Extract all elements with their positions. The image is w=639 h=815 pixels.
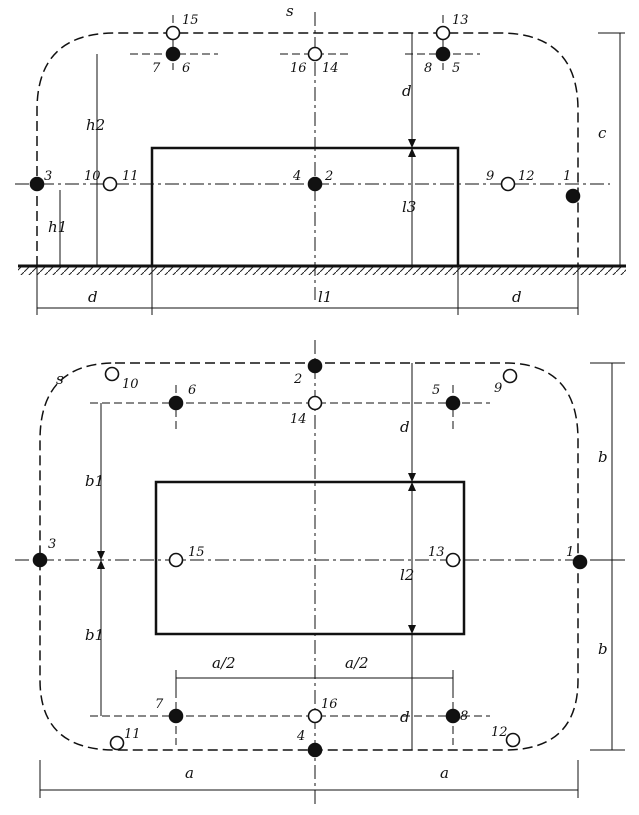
measurement-point-7: [165, 46, 181, 62]
measurement-point-16: [307, 708, 323, 724]
point-label-16: 16: [290, 61, 307, 76]
point-label-12: 12: [491, 725, 508, 740]
arrowhead-2: [408, 139, 416, 148]
point-label-3: 3: [48, 537, 56, 552]
ground-hatch: [18, 266, 626, 275]
point-label-12: 12: [518, 169, 535, 184]
point-label-5: 5: [432, 383, 440, 398]
arrowhead-3: [408, 482, 416, 491]
label-h1: h1: [48, 218, 67, 236]
label-d-bottom-plan: d: [400, 708, 410, 726]
measurement-point-4: [307, 176, 323, 192]
label-a-left: a: [185, 764, 194, 782]
measurement-surface-plan: [39, 362, 579, 751]
point-label-1: 1: [563, 169, 571, 184]
measurement-point-4: [307, 742, 323, 758]
machine-outline-elevation: [150, 146, 460, 268]
arrowhead-7: [97, 560, 105, 569]
measurement-point-5: [445, 395, 461, 411]
top-view-points: 15 13 7 6 16 14 8 5 3 10 11 4 2 9 12 1: [29, 13, 581, 204]
measurement-point-8: [435, 46, 451, 62]
arrowhead-4: [408, 473, 416, 482]
measurement-point-15: [165, 25, 181, 41]
label-h2: h2: [86, 116, 105, 134]
point-label-11: 11: [122, 169, 139, 184]
point-label-2: 2: [324, 169, 333, 184]
label-b1-bottom: b1: [85, 626, 104, 644]
measurement-point-15: [168, 552, 184, 568]
measurement-point-16: [307, 46, 323, 62]
point-label-9: 9: [494, 381, 502, 396]
point-label-4: 4: [296, 729, 305, 744]
measurement-point-2: [307, 358, 323, 374]
label-l3: l3: [402, 198, 416, 216]
measurement-point-13: [445, 552, 461, 568]
label-l1: l1: [318, 288, 332, 306]
top-view: s d d l1 d l3 c h1 h2 15 13 7 6 16 14 8 5 3 10 11 4…: [15, 2, 626, 315]
point-label-7: 7: [155, 697, 164, 712]
point-label-6: 6: [188, 383, 196, 398]
label-b-bottom: b: [598, 640, 608, 658]
measurement-point-12: [500, 176, 516, 192]
point-label-16: 16: [321, 697, 338, 712]
point-label-11: 11: [124, 727, 141, 742]
measurement-point-11: [102, 176, 118, 192]
machine-outline-plan: [154, 480, 466, 636]
measurement-point-8: [445, 708, 461, 724]
point-label-8: 8: [424, 61, 432, 76]
label-c: c: [598, 124, 607, 142]
measurement-point-10: [104, 366, 120, 382]
label-s-elevation: s: [286, 2, 294, 20]
point-label-14: 14: [290, 412, 307, 427]
point-label-9: 9: [486, 169, 494, 184]
point-label-8: 8: [460, 709, 468, 724]
measurement-point-1: [565, 188, 581, 204]
label-a-right: a: [440, 764, 449, 782]
label-b1-top: b1: [85, 472, 104, 490]
label-s-plan: s: [56, 370, 64, 388]
point-label-1: 1: [566, 545, 574, 560]
measurement-point-3: [29, 176, 45, 192]
measurement-point-3: [32, 552, 48, 568]
measurement-point-11: [109, 735, 125, 751]
point-label-13: 13: [428, 545, 445, 560]
point-label-14: 14: [322, 61, 339, 76]
point-label-15: 15: [182, 13, 199, 28]
arrowhead-5: [408, 625, 416, 634]
measurement-point-6: [168, 395, 184, 411]
point-label-10: 10: [84, 169, 101, 184]
point-label-3: 3: [44, 169, 52, 184]
arrowhead-6: [97, 551, 105, 560]
measurement-point-7: [168, 708, 184, 724]
point-label-5: 5: [452, 61, 460, 76]
label-d-top-plan: d: [400, 418, 410, 436]
point-label-10: 10: [122, 377, 139, 392]
measurement-point-1: [572, 554, 588, 570]
point-label-6: 6: [182, 61, 190, 76]
plan-view-points: 10 6 2 14 5 9 3 15 13 1 7 16 8 11 4 12: [32, 358, 588, 758]
label-b-top: b: [598, 448, 608, 466]
label-a-half-left: a/2: [212, 654, 236, 672]
measurement-point-14: [307, 395, 323, 411]
point-label-2: 2: [293, 372, 302, 387]
measurement-point-13: [435, 25, 451, 41]
measurement-point-9: [502, 368, 518, 384]
point-label-7: 7: [152, 61, 161, 76]
label-d-vertical: d: [402, 82, 412, 100]
measurement-point-12: [505, 732, 521, 748]
label-l2: l2: [400, 566, 414, 584]
label-a-half-right: a/2: [345, 654, 369, 672]
label-d-right-elevation: d: [512, 288, 522, 306]
label-d-left-elevation: d: [88, 288, 98, 306]
point-label-13: 13: [452, 13, 469, 28]
arrowhead-1: [408, 148, 416, 157]
point-label-15: 15: [188, 545, 205, 560]
point-label-4: 4: [292, 169, 301, 184]
measurement-surface-elevation: [36, 32, 579, 266]
